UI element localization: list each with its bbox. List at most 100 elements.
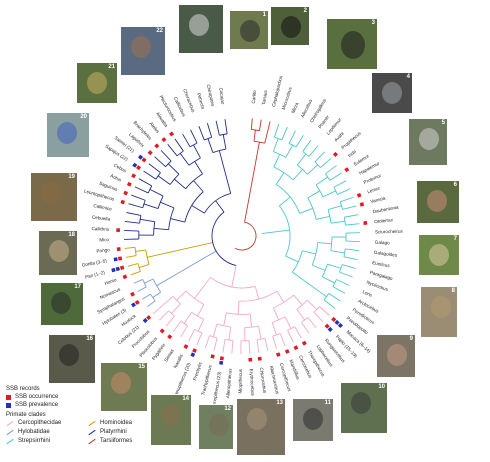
ssb-occurrence-marker	[331, 316, 337, 322]
tree-branch	[212, 323, 218, 337]
tip-label: Lemur	[367, 185, 381, 194]
tree-branch	[149, 188, 164, 197]
photo-9: 9	[376, 334, 416, 378]
tip-label: Nycticebus	[366, 280, 389, 293]
tree-branch	[276, 290, 285, 303]
ssb-markers	[111, 131, 368, 365]
tree-branch	[154, 156, 166, 167]
tree-branch	[258, 326, 262, 340]
tree-branch	[284, 316, 292, 329]
tree-branch	[249, 313, 253, 328]
clade-label: Strepsirrhini	[18, 438, 51, 444]
tree-branch	[272, 336, 277, 349]
photo-21: 21	[76, 62, 118, 104]
tree-branch	[150, 293, 156, 302]
tip-label: Loris	[362, 289, 374, 298]
tip-label: Aotus	[110, 173, 123, 183]
tip-label: Pithecia	[196, 92, 206, 110]
tree-branch	[131, 194, 146, 201]
tree-branch	[159, 310, 169, 321]
ssb-occurrence-marker	[147, 150, 153, 156]
clade-label: Hylobatidae	[18, 429, 50, 435]
tree-branch	[273, 154, 281, 168]
tree-branch	[296, 153, 307, 166]
clade-swatch-platyrrhini	[88, 429, 96, 435]
tree-branch	[296, 299, 308, 310]
tree-branch	[275, 183, 301, 214]
tree-branch	[342, 205, 357, 210]
tree-branch	[211, 211, 237, 266]
photo-12: 12	[198, 404, 234, 450]
photo-6: 6	[416, 180, 460, 224]
ssb-occurrence-swatch	[6, 394, 11, 400]
tree-branch	[237, 301, 240, 315]
tree-branch	[251, 129, 260, 132]
tree-branch	[322, 190, 336, 198]
tip-label: Callithrix	[91, 226, 110, 232]
ssb-prevalence-marker	[131, 302, 136, 308]
tip-label: Chlorocebus	[259, 367, 268, 394]
tip-label: Callimico	[93, 203, 113, 212]
tree-branch	[264, 338, 269, 352]
tip-label: Paragalago	[369, 270, 393, 281]
tip-label: Semnopithecus (23)	[210, 371, 222, 413]
tree-branch	[315, 176, 328, 186]
ssb-occurrence-marker	[356, 192, 362, 198]
tree-branch	[128, 203, 143, 209]
tree-branch	[273, 123, 280, 138]
tree-branch	[313, 311, 324, 323]
ssb-prevalence-marker	[137, 154, 144, 160]
clade-swatch-hylobatidae	[6, 429, 14, 435]
tree-branch	[197, 319, 205, 332]
ssb-occurrence-marker	[131, 173, 137, 179]
tree-branch	[307, 164, 318, 175]
tree-branch	[215, 120, 220, 136]
tree-branch	[134, 186, 149, 194]
photo-20: 20	[46, 112, 90, 158]
tip-label: Mico	[99, 237, 109, 242]
tree-branch	[333, 180, 347, 188]
ssb-occurrence-marker	[136, 165, 142, 171]
tip-label: Allenopithecus	[225, 368, 233, 399]
tree-branch	[139, 215, 142, 224]
tree-branch	[327, 205, 342, 211]
tree-branch	[272, 307, 280, 321]
tree-branch	[183, 312, 192, 324]
tree-branch	[329, 172, 342, 181]
tree-branch	[172, 320, 182, 333]
tree-branch	[179, 153, 190, 166]
tree-branch	[285, 255, 299, 263]
tree-branch	[155, 172, 161, 180]
tree-branch	[133, 279, 143, 284]
tree-branch	[134, 247, 137, 256]
tree-branch	[292, 169, 303, 181]
tree-branch	[345, 223, 360, 226]
legend-clade-hominoidea: Hominoidea	[88, 419, 170, 427]
tree-branch	[330, 250, 345, 254]
tree-branch	[317, 242, 332, 245]
ssb-occurrence-marker	[276, 352, 281, 357]
clade-label: Platyrrhini	[100, 429, 127, 435]
tree-branch	[320, 158, 332, 168]
tree-branch	[231, 340, 234, 354]
tree-branch	[144, 278, 154, 284]
tip-label: Sciurocheirus	[375, 229, 404, 235]
tree-branch	[185, 173, 203, 189]
tree-branches	[124, 118, 360, 354]
tree-branch	[325, 165, 337, 175]
tree-branch	[168, 310, 175, 317]
tree-branch	[160, 149, 172, 162]
tree-branch	[147, 250, 178, 258]
tree-branch	[193, 144, 201, 159]
legend-ssb-occurrence-label: SSB occurrence	[15, 394, 59, 400]
tree-branch	[332, 279, 337, 287]
tree-branch	[176, 290, 187, 301]
tip-label: Euoticus	[372, 260, 391, 269]
tree-branch	[190, 129, 198, 144]
ssb-occurrence-marker	[161, 137, 167, 143]
ssb-occurrence-marker	[248, 357, 253, 362]
tree-branch	[222, 339, 226, 353]
tree-branch	[295, 134, 304, 148]
ssb-prevalence-swatch	[6, 402, 11, 408]
legend-ssb-prevalence-label: SSB prevalence	[15, 402, 59, 408]
